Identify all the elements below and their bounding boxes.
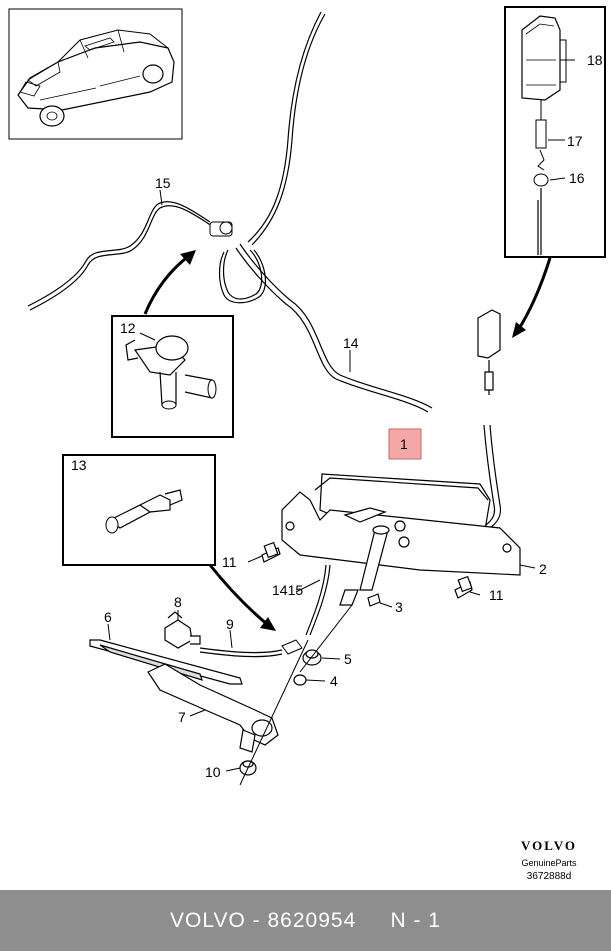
- washer-hoses: [27, 11, 502, 658]
- exploded-parts-diagram: [8, 6, 606, 786]
- callout-11-left: 11: [222, 554, 237, 570]
- arrow-12: [143, 253, 191, 315]
- part-1-highlight: [388, 428, 422, 460]
- volvo-brand-block: VOLVO GenuineParts 3672888d: [521, 838, 577, 882]
- callout-16: 16: [569, 170, 585, 186]
- callout-5: 5: [344, 651, 352, 667]
- callout-3: 3: [395, 599, 403, 615]
- drawing-number: 3672888d: [526, 871, 572, 882]
- nozzle-8: [164, 611, 201, 649]
- inset-13-frame: [62, 454, 216, 566]
- callout-8: 8: [174, 594, 182, 610]
- arrow-connector: [516, 257, 552, 331]
- callout-10: 10: [205, 764, 221, 780]
- brand-logo: VOLVO: [521, 838, 577, 853]
- callout-2: 2: [539, 561, 547, 577]
- wiper-arm: [147, 663, 279, 753]
- callout-18: 18: [587, 52, 603, 68]
- callout-17: 17: [567, 133, 583, 149]
- footer-page: N - 1: [390, 908, 441, 932]
- spindle: [339, 525, 390, 606]
- footer-make: VOLVO: [170, 908, 246, 932]
- car-thumbnail: [8, 8, 183, 140]
- callout-4: 4: [330, 673, 338, 689]
- inset-12-frame: [111, 315, 234, 438]
- callout-9: 9: [226, 616, 234, 632]
- inset-connector-frame: [504, 6, 606, 258]
- bolts-11: [261, 541, 473, 599]
- callout-leaders: [107, 59, 575, 786]
- callout-13: 13: [71, 457, 87, 473]
- callout-14: 14: [343, 335, 359, 351]
- footer-separator: -: [245, 908, 268, 932]
- callout-12: 12: [120, 320, 136, 336]
- callout-1: 1: [400, 436, 408, 452]
- hose-connector: [209, 221, 233, 237]
- callout-7: 7: [178, 709, 186, 725]
- callout-1415: 1415: [272, 582, 304, 598]
- callout-15: 15: [155, 175, 171, 191]
- footer-bar: VOLVO - 8620954 N - 1: [0, 890, 611, 951]
- callout-11-right: 11: [489, 587, 504, 603]
- bolt-3: [367, 593, 381, 607]
- nut-washer-4-5: [293, 649, 322, 686]
- brand-tagline: GenuineParts: [521, 858, 577, 868]
- footer-part-number: 8620954: [267, 908, 357, 932]
- wiper-motor: [281, 473, 521, 576]
- arrow-13: [208, 564, 269, 627]
- hose-joint: [281, 639, 303, 655]
- callout-6: 6: [104, 609, 112, 625]
- motor-connector: [477, 309, 501, 395]
